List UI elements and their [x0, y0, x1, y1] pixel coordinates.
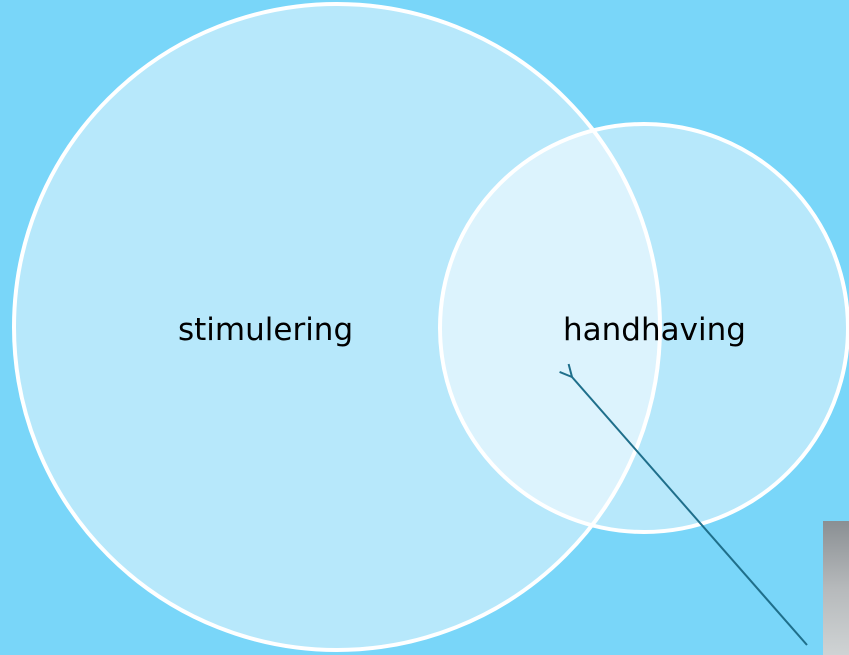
photo-thumbnail [823, 521, 849, 655]
overlap-region [440, 124, 660, 532]
circle-stimulering-outline [12, 2, 662, 652]
label-handhaving: handhaving [563, 312, 746, 348]
circle-handhaving-outline [438, 122, 849, 534]
label-stimulering: stimulering [178, 312, 354, 348]
circle-stimulering [14, 4, 660, 650]
pointer-arrow [572, 377, 808, 646]
